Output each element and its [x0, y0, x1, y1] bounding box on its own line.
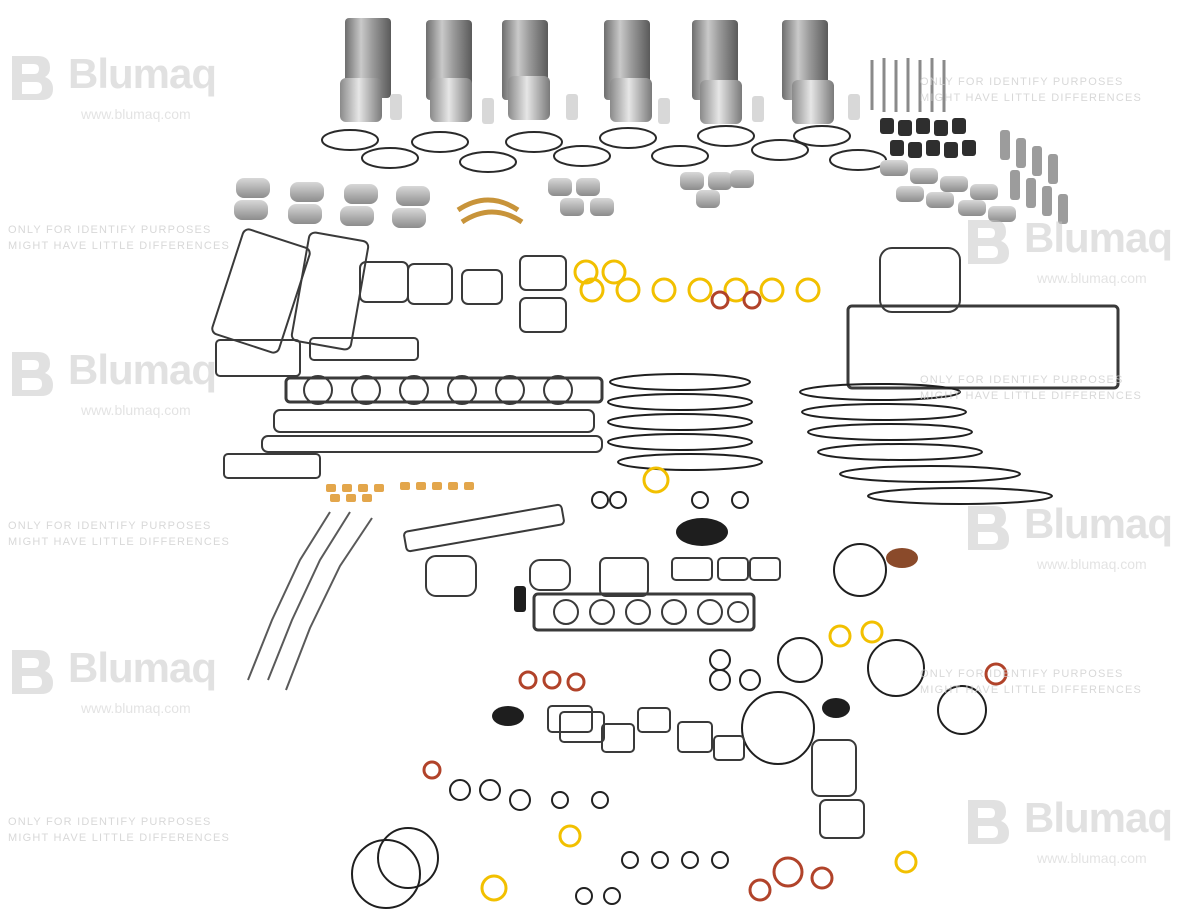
watermark-url: www.blumaq.com [81, 402, 191, 418]
disclaimer-line-1: ONLY FOR IDENTIFY PURPOSES [8, 816, 212, 828]
disclaimer-line-2: MIGHT HAVE LITTLE DIFFERENCES [8, 240, 231, 252]
watermark-url: www.blumaq.com [1037, 270, 1147, 286]
watermark-disclaimer: ONLY FOR IDENTIFY PURPOSES MIGHT HAVE LI… [920, 74, 1160, 106]
pistons [340, 76, 860, 124]
cover-gaskets [425, 555, 781, 761]
disclaimer-line-1: ONLY FOR IDENTIFY PURPOSES [8, 520, 212, 532]
watermark-disclaimer: ONLY FOR IDENTIFY PURPOSES MIGHT HAVE LI… [8, 222, 248, 254]
blumaq-watermark: Blumaq www.blumaq.com [6, 642, 246, 732]
disclaimer-line-1: ONLY FOR IDENTIFY PURPOSES [920, 76, 1124, 88]
o-rings-black [449, 491, 761, 905]
disclaimer-line-2: MIGHT HAVE LITTLE DIFFERENCES [920, 390, 1143, 402]
disclaimer-line-2: MIGHT HAVE LITTLE DIFFERENCES [920, 92, 1143, 104]
blumaq-watermark: Blumaq www.blumaq.com [6, 48, 246, 138]
blumaq-logo-icon [968, 220, 1009, 264]
blumaq-logo-icon [968, 506, 1009, 550]
o-rings-yellow [480, 259, 918, 902]
crank-seals [492, 518, 918, 726]
copper-washers [326, 482, 474, 502]
valves [870, 58, 946, 112]
blumaq-watermark: Blumaq www.blumaq.com [962, 498, 1200, 588]
tappets [1000, 130, 1068, 224]
watermark-disclaimer: ONLY FOR IDENTIFY PURPOSES MIGHT HAVE LI… [920, 372, 1160, 404]
piston-rings [321, 125, 887, 173]
watermark-brand: Blumaq [1024, 500, 1173, 547]
blumaq-watermark: Blumaq www.blumaq.com [962, 212, 1200, 302]
head-gasket-bores [303, 375, 749, 625]
o-rings-red [422, 290, 1008, 902]
disclaimer-line-2: MIGHT HAVE LITTLE DIFFERENCES [920, 684, 1143, 696]
thrust-washers [456, 197, 524, 225]
bearings [234, 170, 754, 228]
watermark-brand: Blumaq [68, 50, 217, 97]
watermark-url: www.blumaq.com [1037, 850, 1147, 866]
blumaq-logo-icon [12, 352, 53, 396]
watermark-brand: Blumaq [68, 644, 217, 691]
loop-seals [351, 373, 1053, 909]
conrod-bearings-right [880, 160, 1016, 222]
watermark-url: www.blumaq.com [1037, 556, 1147, 572]
disclaimer-line-1: ONLY FOR IDENTIFY PURPOSES [920, 668, 1124, 680]
disclaimer-line-1: ONLY FOR IDENTIFY PURPOSES [920, 374, 1124, 386]
watermark-url: www.blumaq.com [81, 700, 191, 716]
gaskets [211, 228, 1120, 839]
watermark-brand: Blumaq [68, 346, 217, 393]
blumaq-watermark: Blumaq www.blumaq.com [6, 344, 246, 434]
watermark-disclaimer: ONLY FOR IDENTIFY PURPOSES MIGHT HAVE LI… [920, 666, 1160, 698]
watermark-brand: Blumaq [1024, 214, 1173, 261]
disclaimer-line-2: MIGHT HAVE LITTLE DIFFERENCES [8, 536, 231, 548]
blumaq-logo-icon [12, 56, 53, 100]
disclaimer-line-2: MIGHT HAVE LITTLE DIFFERENCES [8, 832, 231, 844]
disclaimer-line-1: ONLY FOR IDENTIFY PURPOSES [8, 224, 212, 236]
blumaq-logo-icon [968, 800, 1009, 844]
valve-springs [880, 118, 976, 158]
blumaq-watermark: Blumaq www.blumaq.com [962, 792, 1200, 882]
watermark-disclaimer: ONLY FOR IDENTIFY PURPOSES MIGHT HAVE LI… [8, 814, 248, 846]
watermark-brand: Blumaq [1024, 794, 1173, 841]
cylinder-liners [345, 18, 828, 100]
strip-gaskets [247, 511, 373, 691]
watermark-disclaimer: ONLY FOR IDENTIFY PURPOSES MIGHT HAVE LI… [8, 518, 248, 550]
blumaq-logo-icon [12, 650, 53, 694]
watermark-url: www.blumaq.com [81, 106, 191, 122]
